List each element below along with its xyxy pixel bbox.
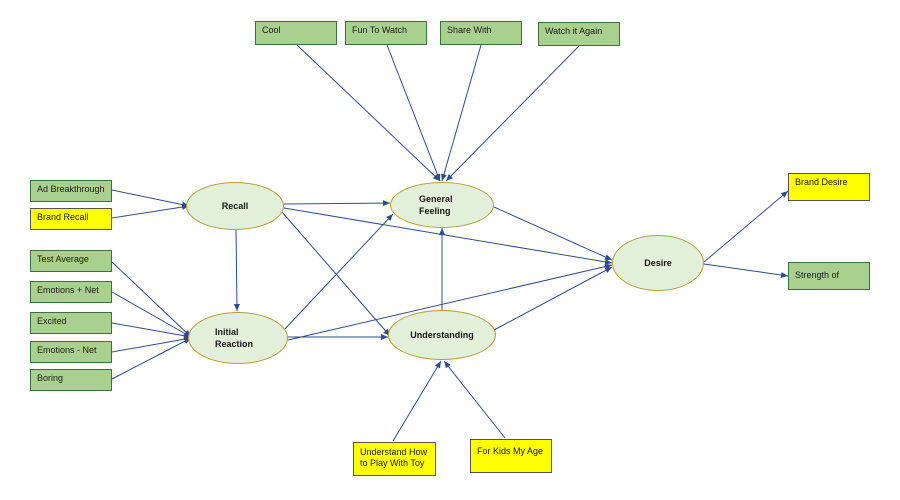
arrow-for-kids-my-age-to-understanding <box>443 360 506 439</box>
indicator-watch-it-again: Watch it Again <box>538 22 620 46</box>
indicator-boring: Boring <box>30 369 112 391</box>
arrow-boring-to-initial-reaction <box>111 337 192 380</box>
construct-initial-reaction-label: Initial Reaction <box>215 327 254 349</box>
construct-general-feeling-label: General Feeling <box>419 194 453 216</box>
arrow-emotions-pos-net-to-initial-reaction <box>111 291 192 338</box>
indicator-strength-of: Strength of <box>788 262 870 290</box>
indicator-for-kids-my-age: For Kids My Age <box>470 439 552 473</box>
construct-general-feeling: General Feeling <box>390 182 494 228</box>
arrow-share-with-to-general-feeling <box>441 44 482 182</box>
construct-understanding-label: Understanding <box>410 330 474 340</box>
arrow-emotions-neg-net-to-initial-reaction <box>111 336 192 353</box>
arrow-initial-reaction-to-desire <box>287 263 613 341</box>
arrow-desire-to-strength-of <box>703 263 789 278</box>
indicator-cool: Cool <box>255 21 337 45</box>
indicator-fun-to-watch: Fun To Watch <box>345 21 427 45</box>
indicator-brand-recall: Brand Recall <box>30 208 112 230</box>
indicator-ad-breakthrough: Ad Breakthrough <box>30 180 112 202</box>
arrow-understand-how-to-understanding <box>392 360 442 442</box>
arrow-ad-breakthrough-to-recall <box>111 189 190 208</box>
arrow-excited-to-initial-reaction <box>111 322 192 339</box>
indicator-test-average: Test Average <box>30 250 112 272</box>
construct-desire: Desire <box>612 235 704 291</box>
indicator-emotions-neg-net: Emotions - Net <box>30 341 112 363</box>
arrow-desire-to-brand-desire <box>703 190 789 263</box>
indicator-excited: Excited <box>30 312 112 334</box>
indicator-brand-desire: Brand Desire <box>788 173 870 201</box>
arrow-test-average-to-initial-reaction <box>111 261 192 338</box>
indicator-emotions-pos-net: Emotions + Net <box>30 281 112 303</box>
arrow-understanding-to-desire <box>493 266 613 331</box>
arrow-recall-to-general-feeling <box>283 200 391 207</box>
arrow-watch-it-again-to-general-feeling <box>445 45 580 182</box>
arrow-recall-to-desire <box>283 207 613 265</box>
arrow-fun-to-watch-to-general-feeling <box>386 44 441 182</box>
construct-recall: Recall <box>186 182 284 230</box>
indicator-understand-how-to-play: Understand How to Play With Toy <box>353 442 436 476</box>
construct-understanding: Understanding <box>388 310 496 360</box>
arrow-brand-recall-to-recall <box>111 204 190 219</box>
arrow-initial-reaction-to-general-feeling <box>283 213 394 331</box>
arrow-cool-to-general-feeling <box>296 44 441 182</box>
indicator-share-with: Share With <box>440 21 522 45</box>
arrow-recall-to-initial-reaction <box>233 228 240 312</box>
construct-desire-label: Desire <box>644 258 672 268</box>
arrow-general-feeling-to-desire <box>493 206 613 261</box>
construct-initial-reaction: Initial Reaction <box>188 312 288 364</box>
construct-recall-label: Recall <box>221 201 249 211</box>
